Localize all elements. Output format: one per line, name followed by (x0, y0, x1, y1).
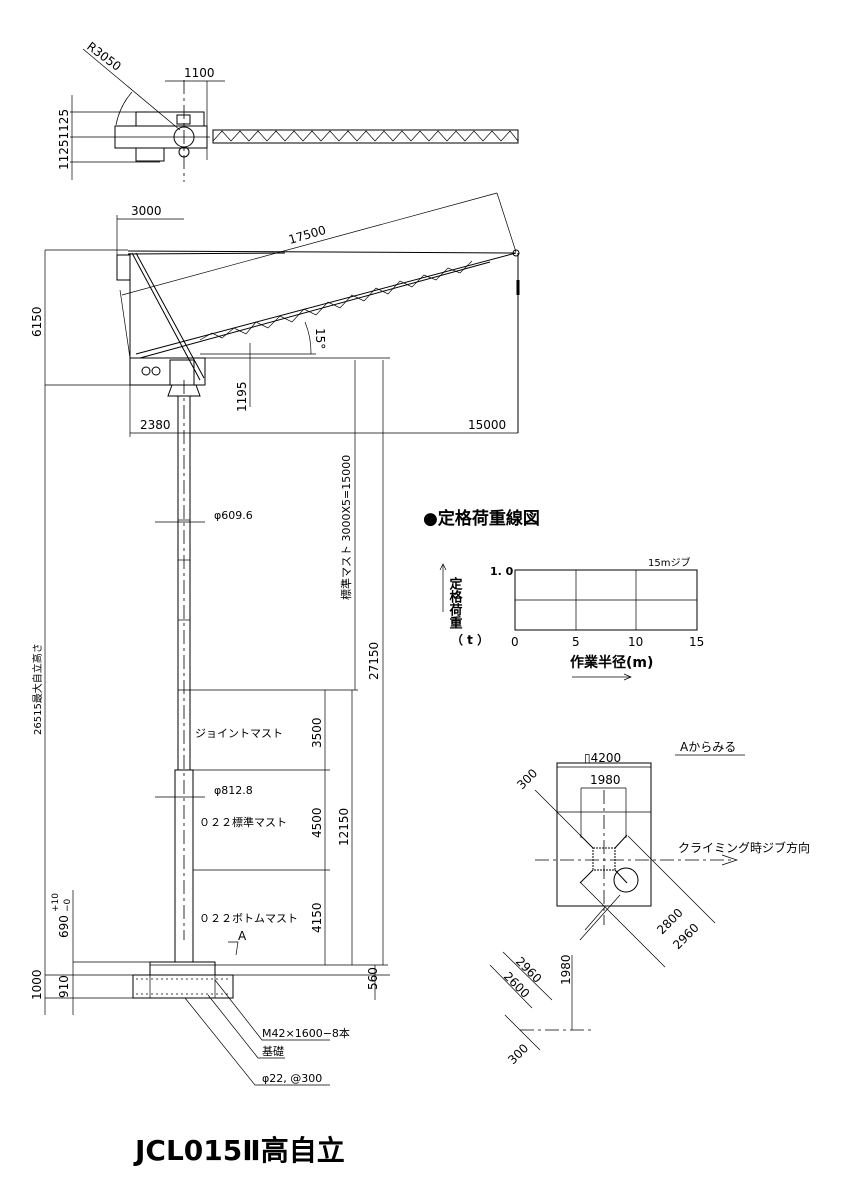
dim-1195: 1195 (235, 381, 249, 412)
radius-label: R3050 (84, 39, 123, 74)
bottom-mast-022-label: ０２２ボトムマスト (199, 912, 298, 925)
dim-27150: 27150 (367, 642, 381, 680)
max-height-label: 26515最大自立高さ (31, 643, 44, 735)
dim-12150: 12150 (337, 808, 351, 846)
std-mast-022-label: ０２２標準マスト (199, 815, 287, 829)
y-axis-unit: （ t ） (451, 632, 489, 647)
tolerance-plus: +10 (51, 893, 61, 912)
mast-diameter-812: φ812.8 (214, 784, 253, 797)
load-chart-title: ●定格荷重線図 (423, 508, 540, 529)
drawing-title: JCL015Ⅱ高自立 (133, 1134, 345, 1167)
dim-1100: 1100 (184, 66, 215, 80)
rebar-label: φ22, @300 (262, 1072, 322, 1085)
joint-mast-label: ジョイントマスト (195, 727, 283, 740)
dim-4150: 4150 (310, 902, 324, 933)
elevation-view: 3000 17500 15° 1195 6150 (30, 192, 520, 1086)
dim-3500: 3500 (310, 717, 324, 748)
tolerance-minus: −0 (63, 898, 73, 912)
dim-910: 910 (57, 975, 71, 998)
dim-690: 690 (57, 915, 71, 938)
dim-4500: 4500 (310, 807, 324, 838)
plan-view: R3050 1100 11251125 (57, 39, 519, 182)
foundation-label: 基礎 (262, 1045, 284, 1058)
x-axis-label: 作業半径(m) (570, 654, 653, 671)
dim-1000: 1000 (30, 969, 44, 1000)
dim-15000: 15000 (468, 418, 506, 432)
dim-300-bottom: 300 (505, 1041, 531, 1067)
load-chart: ●定格荷重線図 15mジブ 1. 0 定格荷重 （ t ） 0 5 10 15 … (423, 508, 704, 681)
dim-17500: 17500 (287, 223, 328, 247)
dim-6150: 6150 (30, 306, 44, 337)
y-tick-top: 1. 0 (490, 565, 514, 578)
x-tick-15: 15 (689, 635, 704, 649)
x-tick-5: 5 (572, 635, 580, 649)
mast-diameter-609: φ609.6 (214, 509, 253, 522)
jib-angle: 15° (313, 328, 327, 349)
anchor-bolt-label: M42×1600−8本 (262, 1026, 350, 1040)
dim-4200: ▯4200 (584, 751, 621, 765)
section-a-mark: A (238, 929, 247, 943)
dim-300-top: 300 (514, 766, 540, 792)
view-a-title: Aからみる (680, 740, 736, 754)
dim-3000: 3000 (131, 204, 162, 218)
dim-560: 560 (366, 967, 380, 990)
climbing-jib-direction: クライミング時ジブ方向 (678, 840, 810, 855)
series-label: 15mジブ (648, 556, 690, 569)
x-tick-10: 10 (628, 635, 643, 649)
dim-1125-1125: 11251125 (57, 109, 71, 170)
x-tick-0: 0 (511, 635, 519, 649)
view-a: Aからみる ▯4200 1980 クライミング時ジブ方向 300 2800 29… (489, 740, 810, 1067)
dim-1980-top: 1980 (590, 773, 621, 787)
std-mast-dimension: 標準マスト 3000X5=15000 (339, 455, 353, 600)
dim-1980-side: 1980 (559, 954, 573, 985)
dim-2380: 2380 (140, 418, 171, 432)
y-axis-label: 定格荷重 (447, 576, 464, 630)
